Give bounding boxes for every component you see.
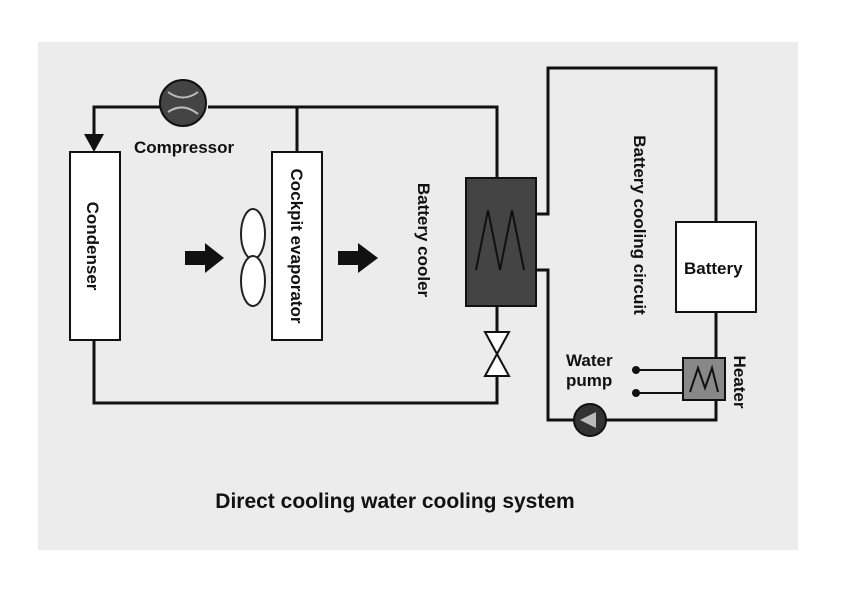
flow-arrow-down: [84, 134, 104, 152]
battery: [675, 221, 757, 313]
battery-cooler-label: Battery cooler: [414, 183, 433, 298]
battery-cooling-circuit-label: Battery cooling circuit: [630, 135, 649, 315]
water-pump-label-line2: pump: [566, 371, 612, 390]
expansion-valve: [483, 331, 511, 377]
water-pump-label-line1: Water: [566, 351, 613, 370]
cockpit-evaporator: [271, 151, 323, 341]
water-circuit-piping: [536, 66, 718, 422]
heater-terminals: [632, 366, 683, 397]
cockpit-evaporator-label: Cockpit evaporator: [287, 169, 306, 324]
battery-cooler: [465, 177, 537, 307]
condenser-label: Condenser: [83, 202, 102, 291]
diagram-background: [38, 42, 798, 550]
diagram-title: Direct cooling water cooling system: [215, 490, 574, 513]
condenser: [69, 151, 121, 341]
battery-label: Battery: [684, 259, 743, 278]
heater: [682, 357, 726, 401]
airflow-arrow-right: [338, 243, 378, 273]
airflow-arrow-left: [185, 243, 224, 273]
compressor-label: Compressor: [134, 138, 235, 157]
water-pump: [573, 403, 607, 437]
compressor: [159, 79, 207, 127]
heater-label: Heater: [730, 356, 749, 409]
fan-icon: [240, 208, 266, 307]
